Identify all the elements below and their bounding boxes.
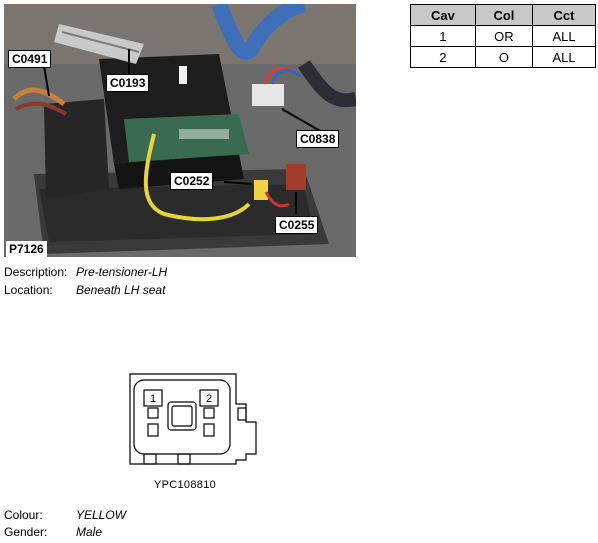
- photo-reference: P7126: [6, 241, 47, 257]
- description-value: Pre-tensioner-LH: [76, 265, 168, 279]
- callout-c0491: C0491: [8, 50, 52, 68]
- pin-label-1: 1: [150, 393, 156, 405]
- cell-cct: ALL: [532, 46, 596, 68]
- component-photo: C0491 C0193 C0838 C0252 C0255 P7126: [4, 4, 356, 257]
- callout-c0252: C0252: [170, 172, 214, 190]
- header-cav: Cav: [410, 4, 476, 26]
- description-label: Description:: [4, 265, 68, 279]
- callout-c0255: C0255: [275, 216, 319, 234]
- colour-label: Colour:: [4, 508, 43, 522]
- description-line: Description: Pre-tensioner-LH: [4, 265, 167, 280]
- gender-line: Gender: Male: [4, 525, 102, 540]
- callout-c0193: C0193: [106, 74, 150, 92]
- table-row: 2 O ALL: [410, 46, 596, 68]
- pin-table-header: Cav Col Cct: [410, 4, 596, 26]
- drawing-code: YPC108810: [154, 479, 217, 491]
- location-label: Location:: [4, 283, 53, 297]
- location-value: Beneath LH seat: [76, 283, 166, 297]
- connector-outline: 1 2: [129, 373, 257, 465]
- pin-label-2: 2: [206, 393, 212, 405]
- photo-illustration: [4, 4, 356, 257]
- header-col: Col: [474, 4, 534, 26]
- cell-col: OR: [474, 25, 534, 47]
- cell-col: O: [474, 46, 534, 68]
- table-row: 1 OR ALL: [410, 25, 596, 47]
- callout-c0838: C0838: [296, 130, 340, 148]
- colour-value: YELLOW: [76, 508, 127, 522]
- connector-face-drawing: 1 2: [124, 368, 264, 481]
- cell-cct: ALL: [532, 25, 596, 47]
- cell-cav: 1: [410, 25, 476, 47]
- pin-table: Cav Col Cct 1 OR ALL 2 O ALL: [410, 4, 596, 68]
- gender-label: Gender:: [4, 525, 48, 539]
- colour-line: Colour: YELLOW: [4, 508, 126, 523]
- gender-value: Male: [76, 525, 103, 539]
- location-line: Location: Beneath LH seat: [4, 283, 165, 298]
- header-cct: Cct: [532, 4, 596, 26]
- cell-cav: 2: [410, 46, 476, 68]
